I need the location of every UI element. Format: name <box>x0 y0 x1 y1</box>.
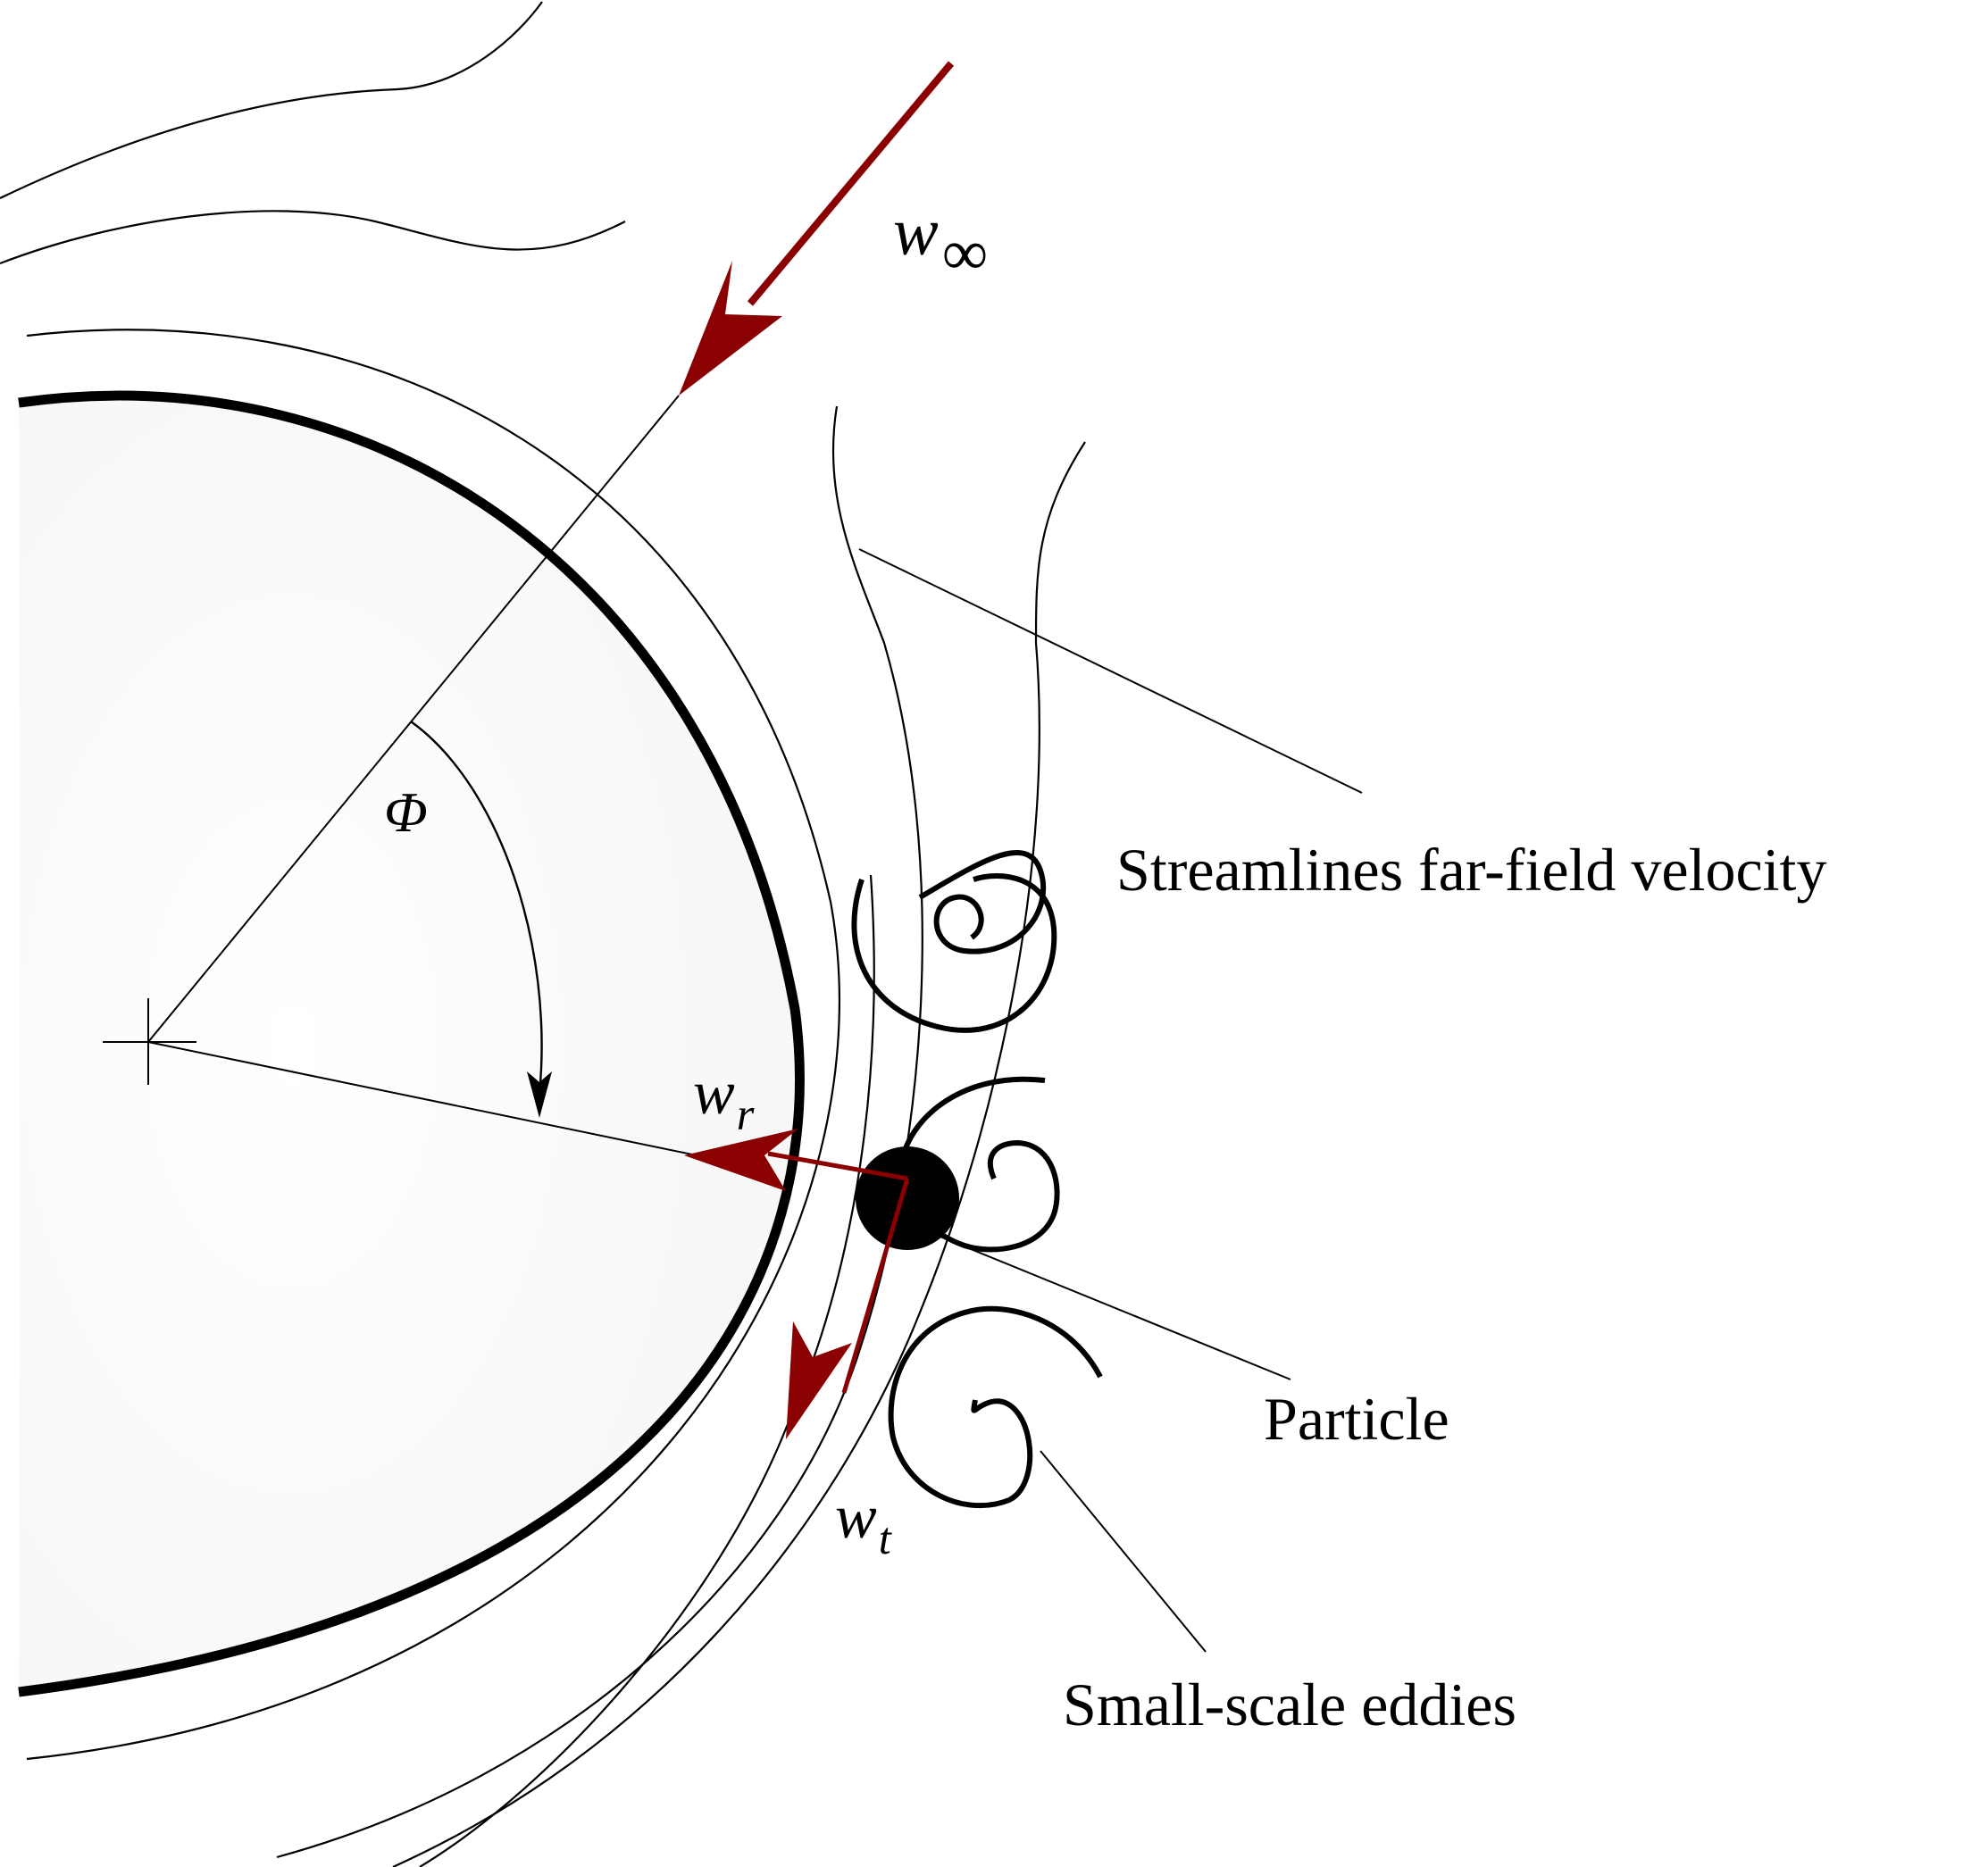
streamline-wrap-4 <box>419 874 875 1867</box>
w-r-label-base: w <box>693 1059 735 1128</box>
streamline-top-2 <box>0 210 626 265</box>
w-t-vector-shaft <box>841 1178 910 1394</box>
w-r-label: wr <box>693 1063 754 1137</box>
eddy-1-outer <box>851 872 1057 1033</box>
w-inf-label: w∞ <box>893 198 988 285</box>
eddy-3 <box>927 1139 1060 1253</box>
w-t-vector-head <box>786 1321 852 1439</box>
streamlines-leader-line <box>858 548 1363 794</box>
w-inf-vector-head <box>679 261 782 396</box>
phi-label: Φ <box>384 780 428 844</box>
particle-radius-line <box>147 1041 697 1156</box>
w-r-label-sub: r <box>736 1088 755 1139</box>
eddies-leader-line <box>1040 1450 1207 1653</box>
w-t-label-base: w <box>835 1483 877 1552</box>
w-inf-label-base: w <box>893 195 939 270</box>
angle-arc <box>410 721 543 1095</box>
particle <box>856 1146 959 1250</box>
eddies-label: Small-scale eddies <box>1063 1671 1516 1738</box>
w-inf-vector-shaft <box>747 61 955 306</box>
w-inf-label-sub: ∞ <box>941 216 989 288</box>
cylinder-wall <box>18 390 805 1697</box>
eddy-2 <box>899 1076 1046 1162</box>
particle-label: Particle <box>1264 1385 1449 1453</box>
w-t-label: wt <box>835 1487 891 1561</box>
w-r-vector-head <box>684 1129 798 1191</box>
cylinder-fill <box>19 396 800 1692</box>
eddy-4 <box>888 1305 1103 1509</box>
stagnation-radius-line <box>147 395 680 1043</box>
eddy-1 <box>918 850 1047 954</box>
streamline-wrap-3 <box>392 441 1086 1867</box>
w-t-label-sub: t <box>878 1513 891 1563</box>
streamline-top-1 <box>0 1 543 199</box>
angle-arrowhead <box>527 1071 552 1118</box>
w-r-vector-shaft <box>767 1151 908 1181</box>
streamlines-label: Streamlines far-field velocity <box>1116 836 1827 904</box>
streamline-wrap-1 <box>26 329 841 1761</box>
